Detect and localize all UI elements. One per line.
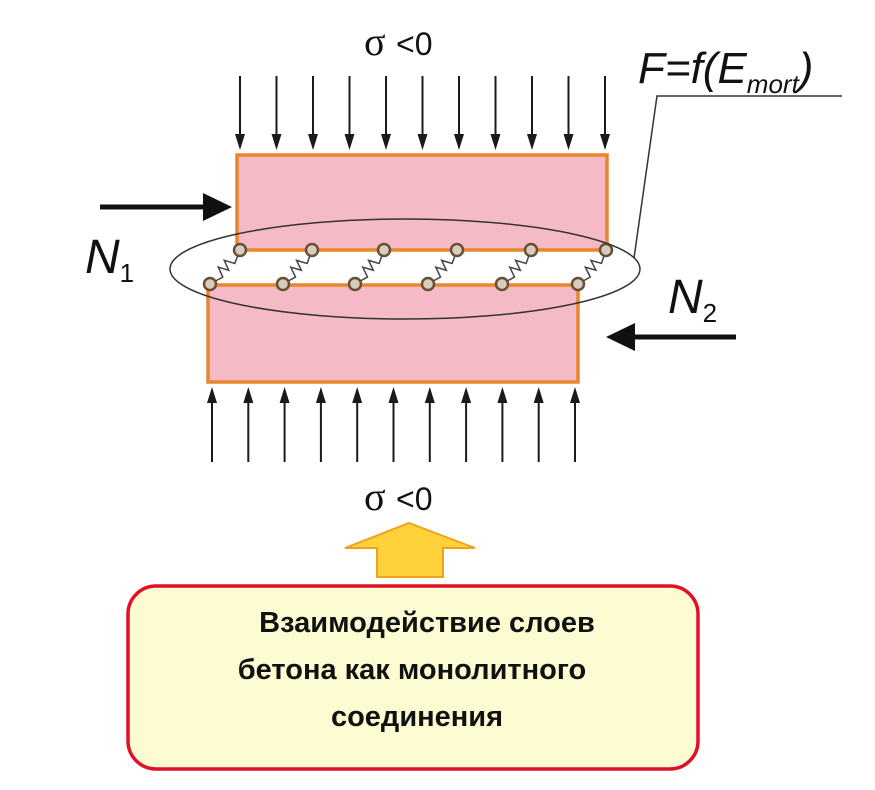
top-compression-arrow — [600, 76, 610, 150]
bottom-stress-condition: <0 — [396, 481, 432, 517]
top-compression-arrow — [344, 76, 355, 150]
top-stress-condition: <0 — [396, 26, 432, 62]
top-compression-arrow — [271, 76, 282, 150]
spring-node — [376, 242, 392, 258]
formula-main: F=f(Emort) — [638, 44, 813, 99]
callout-box — [126, 584, 700, 771]
bottom-compression-arrow — [497, 387, 508, 462]
callout-line-1: Взаимодействие слоев — [259, 607, 595, 639]
interface-spring — [347, 242, 392, 292]
top-compression-arrow — [235, 76, 245, 150]
force-n2-label: N2 — [668, 271, 717, 328]
interface-spring — [202, 242, 248, 292]
callout-line-2: бетона как монолитного — [238, 654, 587, 686]
interface-springs — [202, 242, 614, 292]
spring-node — [570, 276, 586, 292]
top-compression-arrows — [235, 76, 610, 150]
force-n1-arrow — [100, 193, 232, 221]
top-compression-arrow — [454, 76, 464, 150]
spring-node — [598, 242, 614, 258]
top-compression-arrow — [381, 76, 391, 150]
spring-node — [420, 276, 436, 292]
bottom-compression-arrow — [315, 387, 326, 462]
spring-node — [275, 276, 291, 292]
top-compression-arrow — [527, 76, 537, 150]
top-compression-arrow — [490, 76, 501, 150]
top-compression-arrow — [563, 76, 574, 150]
force-n1-label: N1 — [85, 231, 134, 288]
bottom-compression-arrow — [279, 387, 290, 462]
bottom-compression-arrow — [424, 387, 435, 462]
upper-concrete-layer — [235, 153, 609, 252]
top-compression-arrow — [417, 76, 428, 150]
interface-zone-ellipse — [169, 218, 641, 320]
bottom-compression-arrow — [388, 387, 399, 462]
lower-concrete-layer — [206, 283, 580, 384]
bottom-compression-arrow — [461, 387, 472, 462]
bottom-compression-arrow — [352, 387, 363, 462]
bottom-compression-arrows — [207, 387, 580, 462]
bottom-compression-arrow — [533, 387, 544, 462]
spring-node — [347, 276, 363, 292]
spring-node — [202, 276, 218, 292]
top-stress-symbol: σ — [364, 19, 386, 64]
bottom-compression-arrow — [207, 387, 217, 462]
spring-node — [494, 276, 510, 292]
spring-node — [449, 242, 465, 258]
bottom-stress-symbol: σ — [364, 474, 386, 519]
bottom-compression-arrow — [243, 387, 254, 462]
formula-leader-line — [633, 95, 842, 259]
callout-line-3: соединения — [331, 701, 503, 733]
interface-spring — [275, 242, 320, 292]
spring-node — [523, 242, 539, 258]
interface-spring — [570, 242, 614, 292]
bottom-compression-arrow — [570, 387, 580, 462]
interface-spring — [420, 242, 465, 292]
top-compression-arrow — [308, 76, 318, 150]
force-n2-arrow — [606, 323, 736, 351]
spring-node — [304, 242, 320, 258]
spring-node — [232, 242, 248, 258]
pointer-up-arrow — [344, 521, 476, 578]
interface-spring — [494, 242, 539, 292]
